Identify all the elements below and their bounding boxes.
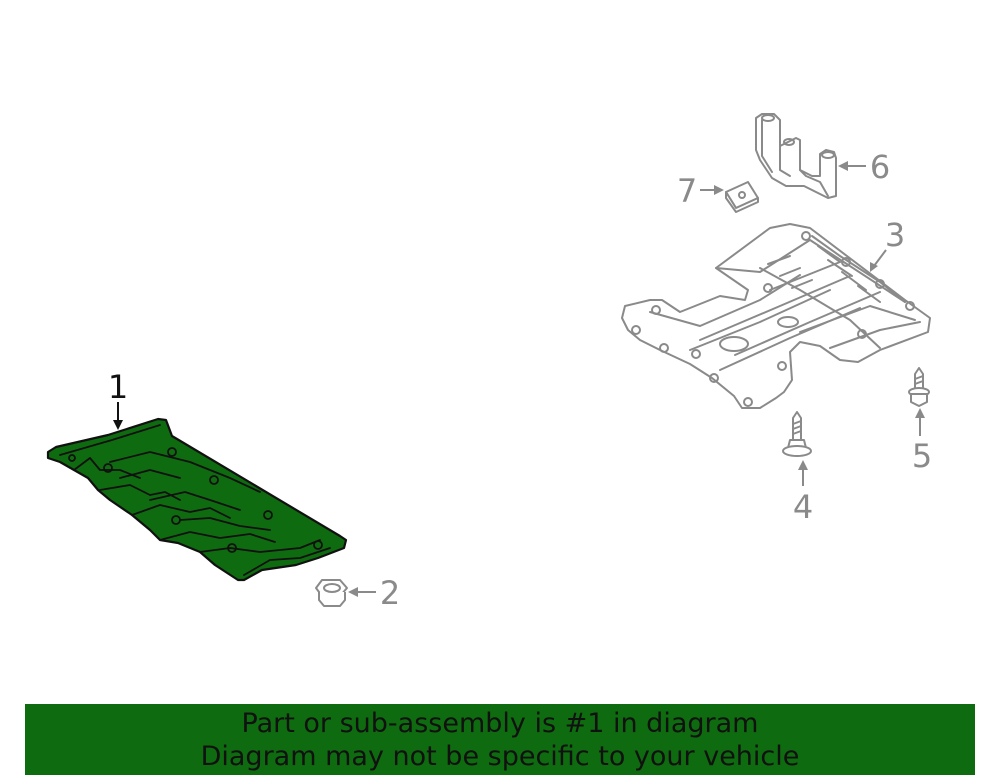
- callout-6: 6: [870, 148, 890, 186]
- part-1-skid-plate[interactable]: [46, 417, 348, 582]
- info-banner: Part or sub-assembly is #1 in diagram Di…: [25, 704, 975, 775]
- part-7-clip[interactable]: [725, 181, 759, 213]
- part-6-bracket[interactable]: [755, 113, 837, 199]
- callout-arrows: [113, 161, 925, 597]
- callout-1: 1: [108, 368, 128, 406]
- callout-labels: 1 2 3 4 5 6 7: [108, 148, 932, 612]
- part-4-bolt[interactable]: [782, 411, 812, 457]
- callout-3: 3: [885, 216, 905, 254]
- banner-line-1: Part or sub-assembly is #1 in diagram: [241, 707, 759, 739]
- callout-2: 2: [380, 574, 400, 612]
- callout-7: 7: [677, 172, 697, 210]
- banner-line-2: Diagram may not be specific to your vehi…: [200, 740, 800, 772]
- part-3-skid-plate[interactable]: [621, 223, 931, 409]
- part-5-bolt[interactable]: [908, 367, 930, 407]
- callout-4: 4: [793, 488, 813, 526]
- part-2-nut[interactable]: [315, 579, 348, 607]
- callout-5: 5: [912, 437, 932, 475]
- parts-diagram: 1 2 3 4 5 6 7: [46, 113, 932, 612]
